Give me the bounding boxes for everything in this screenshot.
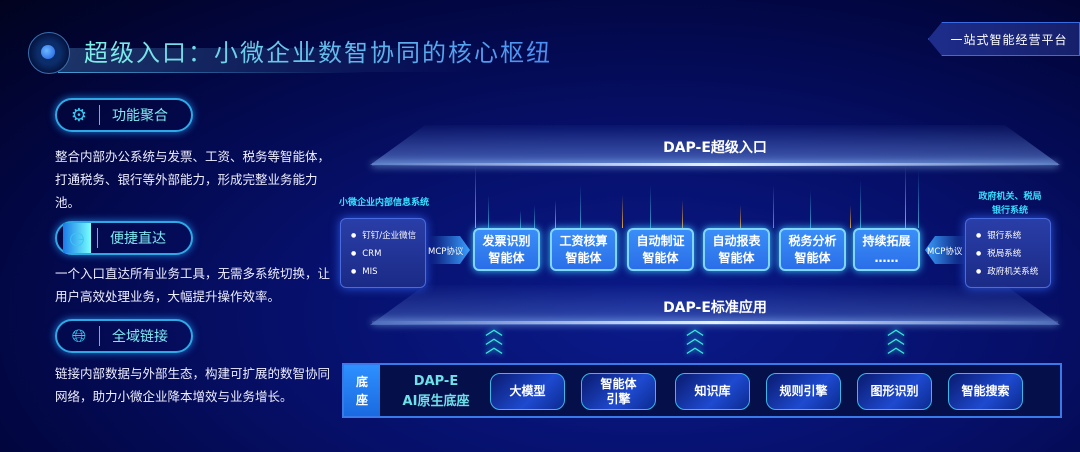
light-stream (850, 205, 851, 228)
title-underline (58, 72, 368, 73)
feature-pill-direct: ◷便捷直达 (55, 221, 193, 255)
left-system-title: 小微企业内部信息系统 (338, 198, 429, 208)
search-icon (28, 32, 70, 74)
mid-layer-line (372, 321, 1058, 324)
top-layer-label: DAP-E超级入口 (663, 140, 767, 156)
chevron-up-icon: ︿︿︿ (686, 319, 704, 358)
list-item: CRM (351, 245, 425, 263)
light-stream (520, 210, 521, 228)
base-module: 规则引擎 (766, 373, 841, 410)
mid-layer-label: DAP-E标准应用 (663, 300, 767, 316)
list-item: MIS (351, 263, 425, 281)
light-stream (555, 200, 556, 228)
list-item: 税局系统 (976, 245, 1050, 263)
base-module: 知识库 (675, 373, 750, 410)
base-tag: 底座 (344, 365, 380, 416)
globe-network-icon: 🌐︎ (71, 325, 87, 347)
agent-card: 自动制证智能体 (627, 228, 694, 271)
gears-icon: ⚙ (70, 104, 88, 126)
list-item: 银行系统 (976, 227, 1050, 245)
light-stream (810, 190, 811, 228)
light-stream (534, 205, 535, 228)
base-module: 大模型 (490, 373, 565, 410)
chevron-up-icon: ︿︿︿ (485, 319, 503, 358)
left-system-box: 钉钉/企业微信 CRM MIS (340, 218, 426, 288)
light-stream (918, 170, 919, 228)
agent-card: 发票识别智能体 (473, 228, 540, 271)
light-stream (860, 180, 861, 228)
light-stream (580, 185, 581, 228)
base-module: 智能体引擎 (581, 373, 656, 410)
mid-layer-plane (370, 285, 1060, 325)
top-layer-line (372, 163, 1058, 166)
light-stream (488, 195, 489, 228)
feature-pill-aggregation: ⚙功能聚合 (55, 98, 193, 132)
agent-card: 自动报表智能体 (703, 228, 770, 271)
light-stream (773, 185, 774, 228)
feature-desc: 链接内部数据与外部生态，构建可扩展的数智协同网络，助力小微企业降本增效与业务增长… (55, 366, 331, 404)
light-stream (622, 195, 623, 228)
right-system-box: 银行系统 税局系统 政府机关系统 (965, 218, 1051, 288)
base-module: 智能搜索 (948, 373, 1023, 410)
chevron-up-icon: ︿︿︿ (887, 319, 905, 358)
list-item: 钉钉/企业微信 (351, 227, 425, 245)
base-module: 图形识别 (857, 373, 932, 410)
light-stream (650, 185, 651, 228)
protocol-label: MCP协议 (428, 247, 464, 257)
feature-pill-link: 🌐︎全域链接 (55, 319, 193, 353)
agent-card: 工资核算智能体 (550, 228, 617, 271)
stopwatch-icon: ◷ (63, 223, 91, 253)
page-title: 超级入口：小微企业数智协同的核心枢纽 (84, 33, 552, 68)
light-stream (682, 200, 683, 228)
platform-badge: 一站式智能经营平台 (928, 22, 1080, 56)
agent-card: 税务分析智能体 (779, 228, 846, 271)
agent-card: 持续拓展…… (853, 228, 920, 271)
light-stream (905, 165, 906, 228)
light-stream (475, 165, 476, 228)
protocol-label: MCP协议 (927, 247, 963, 257)
list-item: 政府机关系统 (976, 263, 1050, 281)
light-stream (740, 205, 741, 228)
feature-desc: 一个入口直达所有业务工具，无需多系统切换，让用户高效处理业务，大幅提升操作效率。 (55, 266, 331, 304)
top-layer-plane (370, 125, 1060, 165)
right-system-title: 政府机关、税局银行系统 (978, 192, 1042, 216)
feature-desc: 整合内部办公系统与发票、工资、税务等智能体，打通税务、银行等外部能力，形成完整业… (55, 149, 331, 210)
